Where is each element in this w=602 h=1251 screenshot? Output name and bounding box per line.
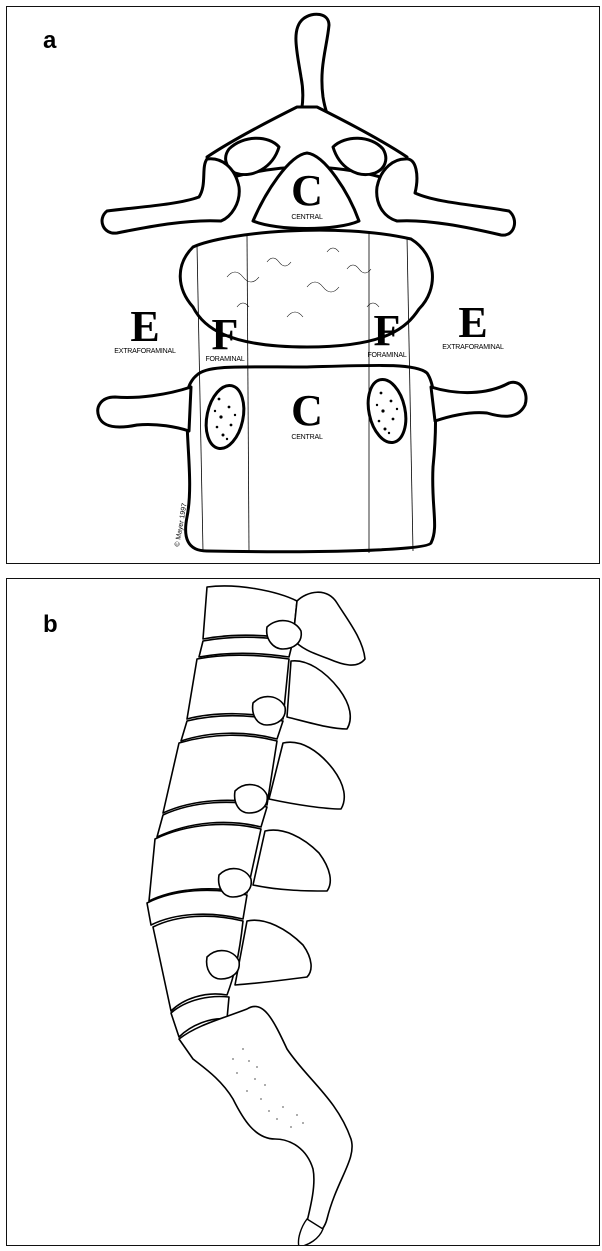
label-foraminal-right: FORAMINAL <box>367 352 406 359</box>
sacrum <box>179 1006 352 1239</box>
label-central-top: CENTRAL <box>291 214 323 221</box>
label-foraminal-left: FORAMINAL <box>205 356 244 363</box>
right-transverse-upper <box>377 159 515 235</box>
facet-l1 <box>267 621 302 649</box>
spinous-process-l3 <box>269 742 344 809</box>
spinous-process-l4 <box>253 830 330 891</box>
label-f-left: F <box>212 310 239 359</box>
label-c-top: C <box>291 166 323 215</box>
spinous-process-l5 <box>235 920 311 985</box>
label-e-right: E <box>458 298 487 347</box>
left-transverse-upper <box>102 159 239 233</box>
label-f-right: F <box>374 306 401 355</box>
lumbar-spine-lateral-drawing <box>7 579 600 1246</box>
right-transverse-lower <box>431 382 526 421</box>
facet-l3 <box>235 785 268 813</box>
label-extraforaminal-right: EXTRAFORAMINAL <box>442 344 504 351</box>
facet-l2 <box>253 697 286 725</box>
vertebra-axial-drawing: C CENTRAL E EXTRAFORAMINAL F FORAMINAL F… <box>7 7 600 564</box>
spinous-process-l1 <box>293 592 365 665</box>
label-extraforaminal-left: EXTRAFORAMINAL <box>114 348 176 355</box>
spinous-process-l2 <box>287 661 350 729</box>
label-e-left: E <box>130 302 159 351</box>
panel-b-spine-lateral: b <box>6 578 600 1246</box>
label-c-bottom: C <box>291 386 323 435</box>
panel-a-vertebra-axial: a <box>6 6 600 564</box>
left-transverse-lower <box>98 387 191 431</box>
facet-l5 <box>207 951 240 979</box>
label-central-bottom: CENTRAL <box>291 434 323 441</box>
facet-l4 <box>219 869 252 897</box>
